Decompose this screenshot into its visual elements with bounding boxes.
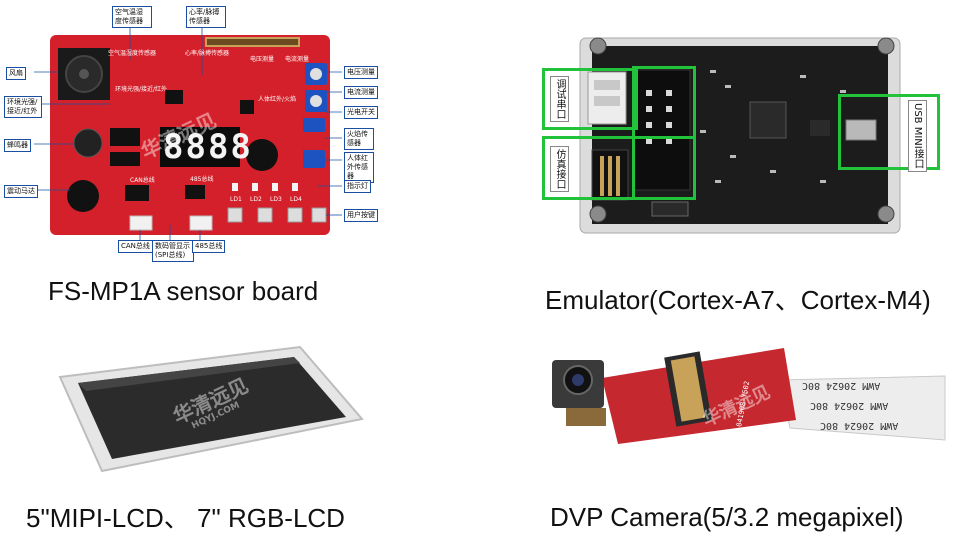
silk-ld2: LD2 <box>250 196 262 203</box>
buzzer <box>73 128 103 158</box>
silk-voltage: 电压测量 <box>250 56 275 63</box>
label-buzzer: 蜂鸣器 <box>4 139 31 152</box>
silk-temp: 空气温湿度传感器 <box>108 50 157 57</box>
label-fan: 风扇 <box>6 67 26 80</box>
label-ambient-light: 环境光强/接近/红外 <box>4 96 42 118</box>
label-user-key: 用户按键 <box>344 209 378 222</box>
silk-pir-flame: 人体红外/火焰 <box>258 96 297 103</box>
label-temp-humidity: 空气温湿度传感器 <box>112 6 152 28</box>
silk-ambient: 环境光强/接近/红外 <box>115 86 168 93</box>
silk-ld4: LD4 <box>290 196 302 203</box>
sensor-board-image <box>34 26 342 240</box>
caption-sensor-board: FS-MP1A sensor board <box>48 276 319 306</box>
caption-camera: DVP Camera(5/3.2 megapixel) <box>550 502 904 532</box>
silk-ld1: LD1 <box>230 196 242 203</box>
label-can: CAN总线 <box>118 240 153 253</box>
lcd-image <box>58 345 364 473</box>
label-voltage: 电压测量 <box>344 66 378 79</box>
caption-lcd: 5"MIPI-LCD、 7" RGB-LCD <box>26 503 345 533</box>
label-spi-display: 数码管显示(SPI总线) <box>152 240 194 262</box>
emulator-figure: 调试串口 仿真接口 USB MINI接口 <box>540 30 950 240</box>
label-485: 485总线 <box>192 240 226 253</box>
label-current: 电流测量 <box>344 86 378 99</box>
label-usb-mini: USB MINI接口 <box>908 100 927 172</box>
silk-ld3: LD3 <box>270 196 282 203</box>
capacitor <box>246 139 278 171</box>
usb-mini-port <box>845 119 877 141</box>
label-debug-serial: 调试串口 <box>550 76 569 122</box>
cable-text-3: AWM 20624 80C <box>820 420 899 431</box>
label-heart-rate: 心率/脉搏传感器 <box>186 6 226 28</box>
highlight-debug-serial <box>542 68 638 130</box>
label-indicator: 指示灯 <box>344 180 371 193</box>
silk-485: 485总线 <box>190 176 214 183</box>
label-vibration-motor: 震动马达 <box>4 185 38 198</box>
highlight-usb-mini <box>838 94 940 170</box>
label-pir: 人体红外传感器 <box>344 152 374 183</box>
label-photo-switch: 光电开关 <box>344 106 378 119</box>
silk-heart: 心率/脉搏传感器 <box>185 50 230 57</box>
camera-figure: AWM 20624 80C AWM 20624 80C AWM 20624 80… <box>540 340 950 470</box>
lcd-figure: 华清远见 HQYJ.COM <box>40 335 380 480</box>
display-digits: 8888 <box>163 127 253 167</box>
caption-emulator: Emulator(Cortex-A7、Cortex-M4) <box>545 285 931 315</box>
highlight-jtag-header <box>632 66 696 200</box>
silk-can: CAN总线 <box>130 177 155 184</box>
silk-current: 电流测量 <box>285 56 310 63</box>
label-flame: 火焰传感器 <box>344 128 374 150</box>
sensor-board-figure: 8888 风扇 环境光强/接近/红外 蜂鸣器 震动马达 空气温湿度传感器 心率/… <box>0 0 380 262</box>
label-jtag: 仿真接口 <box>550 146 569 192</box>
cable-text-2: AWM 20624 80C <box>810 400 889 411</box>
camera-image <box>552 348 946 444</box>
vibration-motor <box>67 180 99 212</box>
seven-segment-display <box>160 127 240 167</box>
cable-text-1: AWM 20624 80C <box>802 380 881 391</box>
main-chip <box>749 101 787 139</box>
